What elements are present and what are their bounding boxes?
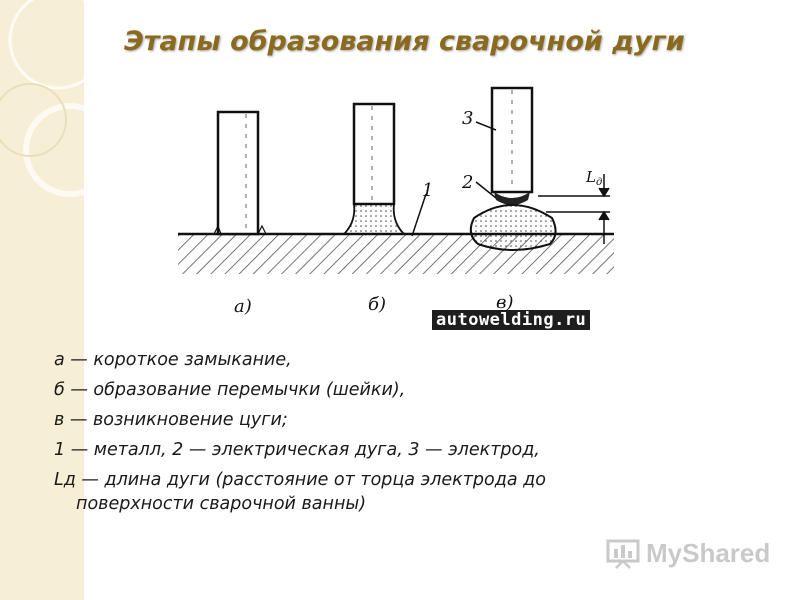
legend-item-ld: Lд — длина дуги (расстояние от торца эле… <box>54 465 734 516</box>
legend-item-numbers: 1 — металл, 2 — электрическая дуга, 3 — … <box>54 440 540 460</box>
slide-title: Этапы образования сварочной дуги <box>124 26 685 57</box>
label-a: а) <box>234 296 252 317</box>
label-2: 2 <box>461 172 473 193</box>
decorative-side-strip <box>0 0 84 600</box>
label-v: в) <box>496 292 514 313</box>
label-3: 3 <box>462 108 473 129</box>
legend-item-b: б — образование перемычки (шейки), <box>54 380 406 400</box>
electrode-v <box>469 86 557 251</box>
legend-ld-line2: поверхности сварочной ванны) <box>76 494 367 514</box>
presentation-icon <box>606 539 640 569</box>
watermark-text: autowelding.ru <box>432 310 591 330</box>
brand-logo[interactable]: MyShared <box>606 538 770 569</box>
legend-ld-line1: Lд — длина дуги (расстояние от торца эле… <box>54 470 546 490</box>
decorative-circles <box>0 0 84 197</box>
legend-item-v: в — возникновение цуги; <box>54 410 288 430</box>
leader-lines <box>411 121 497 237</box>
welding-arc-diagram: а) б) в) 1 2 3 Lд <box>178 86 614 317</box>
legend-item-a: а — короткое замыкание, <box>54 350 292 370</box>
label-ld: Lд <box>585 168 602 188</box>
arc-length-dimension <box>538 174 610 244</box>
electrode-b <box>341 102 407 235</box>
legend: а — короткое замыкание, б — образование … <box>54 345 734 516</box>
brand-name: MyShared <box>646 538 771 568</box>
electrode-a <box>213 110 267 236</box>
label-1: 1 <box>422 180 433 201</box>
label-b: б) <box>368 294 386 315</box>
